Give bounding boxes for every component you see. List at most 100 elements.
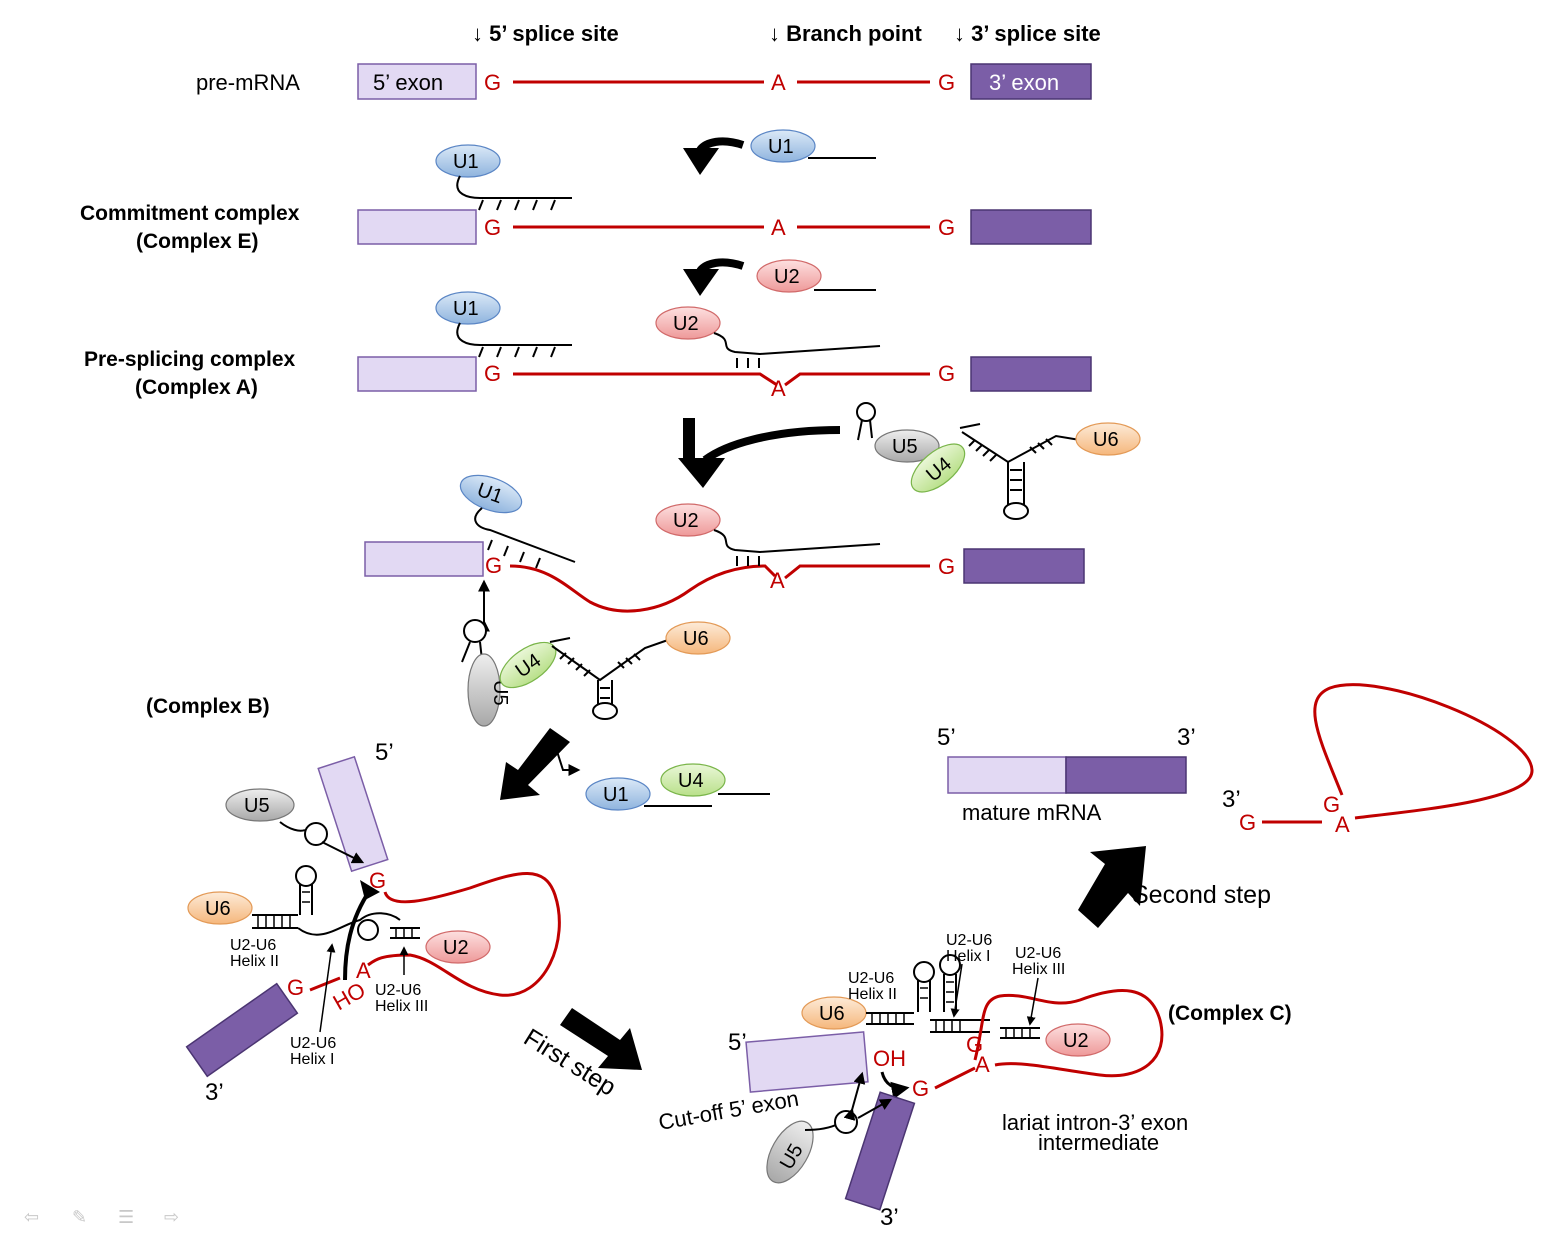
five-prime-exon-label: 5’ exon <box>373 70 443 95</box>
g-nucleotide: G <box>938 215 955 240</box>
g-nucleotide: G <box>287 975 304 1000</box>
three-prime-exon-box <box>1065 756 1187 794</box>
complex-b-assembly: U1 G A U2 G U5 U4 U6 <box>364 474 1085 727</box>
five-prime-exon-box <box>745 1031 869 1093</box>
three-prime-exon-box <box>970 209 1092 245</box>
helix-iii-label: Helix III <box>375 998 428 1015</box>
g-nucleotide: G <box>369 868 386 893</box>
u4-label: U4 <box>678 770 704 792</box>
branch-point-header: ↓ Branch point <box>769 21 922 46</box>
complex-e-row: U1 G A G <box>357 144 1092 245</box>
helix-iii-label: Helix III <box>1012 961 1065 978</box>
five-prime-exon-box <box>947 756 1067 794</box>
u1-snrnp <box>459 474 523 514</box>
helix-label: U2-U6 <box>946 932 992 949</box>
u2-label: U2 <box>673 510 699 532</box>
menu-icon[interactable]: ☰ <box>118 1207 135 1228</box>
first-step-arrow <box>560 1008 642 1070</box>
mature-mrna: 5’ 3’ mature mRNA <box>937 724 1196 825</box>
tri-snrnp-arrow <box>678 418 841 488</box>
three-prime-end-label: 3’ <box>1222 786 1241 813</box>
u2-snrnp <box>1045 1023 1111 1057</box>
three-prime-end-label: 3’ <box>880 1204 899 1231</box>
a-branch-nucleotide: A <box>1335 812 1350 837</box>
a-branch-nucleotide: A <box>771 376 786 401</box>
oh-label: OH <box>873 1046 906 1071</box>
u1-snrnp <box>435 291 501 325</box>
pre-mrna-label: pre-mRNA <box>196 70 300 95</box>
u6-snrnp <box>187 891 253 925</box>
second-step-label: Second step <box>1132 881 1271 909</box>
u6-snrnp <box>1075 422 1141 456</box>
helix-label: U2-U6 <box>1015 945 1061 962</box>
lariat-intermediate-label: lariat intron-3’ exon <box>1002 1110 1188 1135</box>
a-branch-nucleotide: A <box>771 70 786 95</box>
u5-snrnp <box>225 788 295 822</box>
helix-i-label: Helix I <box>290 1051 334 1068</box>
helix-label: U2-U6 <box>290 1035 336 1052</box>
u1-label: U1 <box>453 298 479 320</box>
five-splice-site-header: ↓ 5’ splice site <box>472 21 619 46</box>
u1-snrnp <box>435 144 501 178</box>
g-nucleotide: G <box>938 554 955 579</box>
three-splice-site-header: ↓ 3’ splice site <box>954 21 1101 46</box>
u4-snrnp <box>660 763 726 797</box>
g-nucleotide: G <box>966 1032 983 1057</box>
u2-snrnp <box>655 306 721 340</box>
five-prime-end-label: 5’ <box>937 724 956 751</box>
pen-icon[interactable]: ✎ <box>72 1207 88 1228</box>
g-nucleotide: G <box>484 70 501 95</box>
complex-a-row: U1 U2 G A G <box>357 291 1092 401</box>
five-prime-exon-box <box>357 209 477 245</box>
u4-u5-u6-tri-snrnp: U5 U4 U6 <box>856 402 1141 520</box>
g-nucleotide: G <box>1323 792 1340 817</box>
u5-snrnp <box>766 1120 814 1184</box>
u4-snrnp <box>910 443 966 493</box>
complex-c: 5’ Cut-off 5’ exon OH G 3’ U5 U6 U2 G A … <box>657 932 1189 1231</box>
helix-ii-label: Helix II <box>230 953 279 970</box>
u6-label: U6 <box>819 1003 845 1025</box>
u2-snrnp <box>425 930 491 964</box>
complex-a-label: (Complex A) <box>135 376 258 399</box>
u1-binding-arrow <box>683 137 745 175</box>
forward-arrow-icon[interactable]: ⇨ <box>164 1207 180 1228</box>
u1-label: U1 <box>768 136 794 158</box>
helix-label: U2-U6 <box>848 970 894 987</box>
g-nucleotide: G <box>938 70 955 95</box>
u5-snrnp <box>467 653 501 727</box>
u1-label: U1 <box>453 151 479 173</box>
u6-label: U6 <box>1093 429 1119 451</box>
a-branch-nucleotide: A <box>770 568 785 593</box>
g-nucleotide: G <box>484 361 501 386</box>
commitment-complex-label: Commitment complex <box>80 202 300 225</box>
u1-snrnp <box>750 129 816 163</box>
u5-label: U5 <box>244 795 270 817</box>
g-nucleotide: G <box>912 1076 929 1101</box>
five-prime-exon-box <box>317 755 389 873</box>
three-prime-end-label: 3’ <box>205 1079 224 1106</box>
u2-label: U2 <box>673 313 699 335</box>
u2-snrnp <box>655 503 721 537</box>
pre-mrna-row: 5’ exon G A G 3’ exon <box>357 63 1092 100</box>
five-prime-exon-box <box>364 541 484 577</box>
pre-splicing-complex-label: Pre-splicing complex <box>84 348 296 371</box>
second-step-arrow <box>1078 846 1146 928</box>
three-prime-end-label: 3’ <box>1177 724 1196 751</box>
five-prime-exon-box <box>357 63 477 100</box>
complex-e-label: (Complex E) <box>136 230 259 253</box>
cut-off-exon-label: Cut-off 5’ exon <box>657 1086 801 1135</box>
u1-label: U1 <box>603 784 629 806</box>
three-prime-exon-label: 3’ exon <box>989 70 1059 95</box>
release-arrow <box>500 728 581 800</box>
lariat-intermediate-label-2: intermediate <box>1038 1130 1159 1155</box>
u2-label: U2 <box>774 266 800 288</box>
five-prime-end-label: 5’ <box>728 1029 747 1056</box>
lariat-intron: 3’ G G A <box>1222 683 1534 837</box>
u6-label: U6 <box>205 898 231 920</box>
g-nucleotide: G <box>938 361 955 386</box>
back-arrow-icon[interactable]: ⇦ <box>24 1207 40 1228</box>
u6-snrnp <box>665 621 731 655</box>
three-prime-exon-box <box>970 63 1092 100</box>
g-nucleotide: G <box>484 215 501 240</box>
u1-snrnp <box>585 777 651 811</box>
